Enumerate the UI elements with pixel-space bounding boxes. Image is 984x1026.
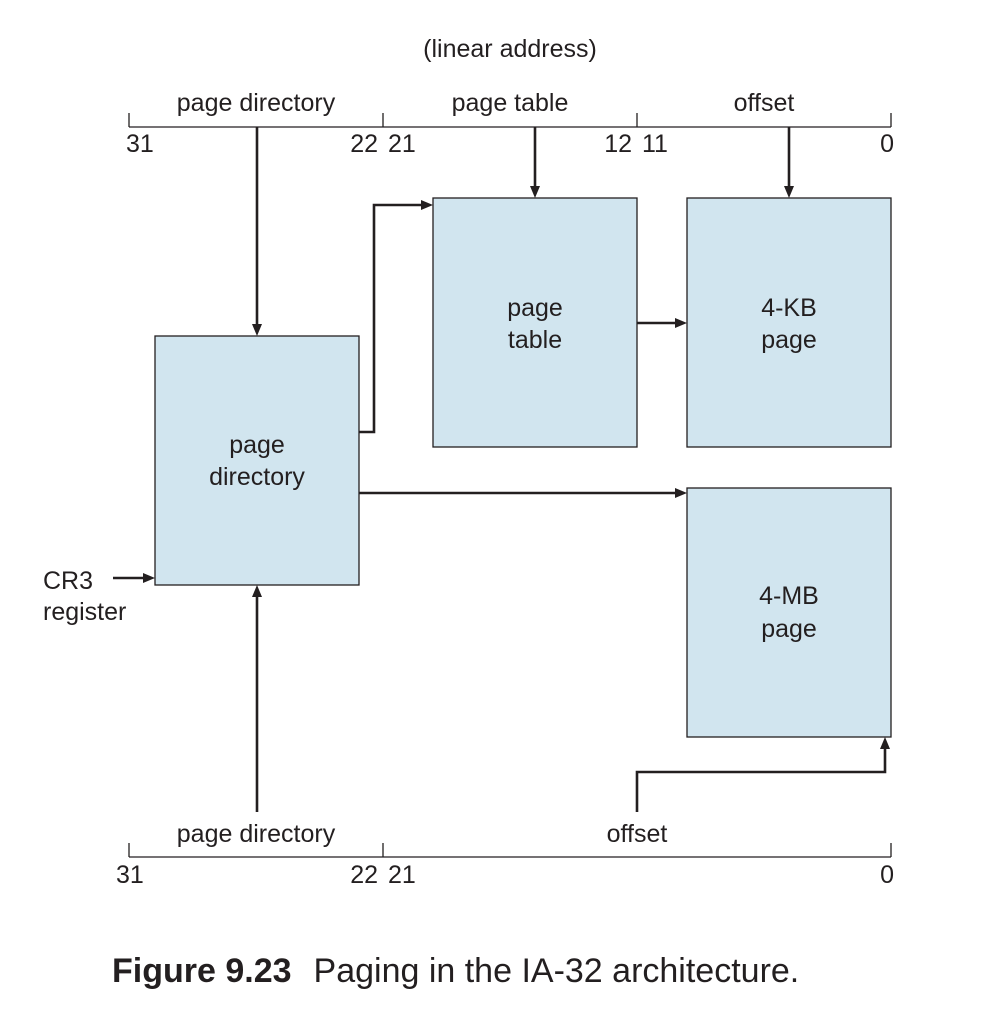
- arrow-bottom-dir-field-to-directory: [252, 585, 262, 812]
- page-4kb-box-line2: page: [761, 326, 817, 354]
- page-4mb-box: 4-MB page: [686, 487, 892, 738]
- top-bit-31: 31: [126, 130, 154, 158]
- bottom-bit-31: 31: [116, 861, 144, 889]
- top-bit-11: 11: [642, 130, 668, 158]
- bottom-bit-0: 0: [880, 861, 894, 889]
- bottom-bit-22: 22: [350, 861, 378, 889]
- arrow-offset-field-to-4kb: [784, 127, 794, 198]
- top-address-register: page directory page table offset 31 22 2…: [126, 89, 894, 158]
- top-bit-0: 0: [880, 130, 894, 158]
- page-4mb-box-line1: 4-MB: [759, 582, 819, 610]
- cr3-label-line2: register: [43, 598, 126, 626]
- figure-number: Figure 9.23: [112, 952, 292, 990]
- page-4kb-box: 4-KB page: [686, 197, 892, 448]
- figure-caption-text: Paging in the IA-32 architecture.: [313, 952, 800, 990]
- arrow-page-table-to-4kb: [637, 318, 687, 328]
- page-directory-box: page directory: [154, 335, 360, 586]
- top-field-page-directory: page directory: [177, 89, 336, 117]
- page-directory-box-line1: page: [229, 431, 285, 459]
- figure-caption: Figure 9.23 Paging in the IA-32 architect…: [112, 952, 799, 991]
- arrow-directory-to-page-table: [359, 200, 433, 434]
- page-table-box-line2: table: [508, 326, 562, 354]
- linear-address-label: (linear address): [423, 35, 597, 63]
- arrow-table-field-to-page-table: [530, 127, 540, 198]
- bottom-address-register: page directory offset 31 22 21 0: [116, 820, 894, 889]
- bottom-bit-21: 21: [388, 861, 416, 889]
- top-field-offset: offset: [734, 89, 795, 117]
- bottom-field-page-directory: page directory: [177, 820, 336, 848]
- bottom-field-offset: offset: [607, 820, 668, 848]
- page-4kb-box-line1: 4-KB: [761, 294, 817, 322]
- top-bit-21: 21: [388, 130, 416, 158]
- page-4mb-box-line2: page: [761, 615, 817, 643]
- arrow-cr3-to-directory: [113, 573, 155, 583]
- cr3-label-line1: CR3: [43, 567, 93, 595]
- arrow-directory-to-4mb: [359, 488, 687, 498]
- top-bit-22: 22: [350, 130, 378, 158]
- top-bit-12: 12: [604, 130, 632, 158]
- arrow-bottom-offset-to-4mb: [635, 737, 890, 812]
- arrow-dir-field-to-directory: [252, 127, 262, 336]
- page-table-box: page table: [432, 197, 638, 448]
- page-directory-box-line2: directory: [209, 463, 305, 491]
- page-table-box-line1: page: [507, 294, 563, 322]
- top-field-page-table: page table: [452, 89, 569, 117]
